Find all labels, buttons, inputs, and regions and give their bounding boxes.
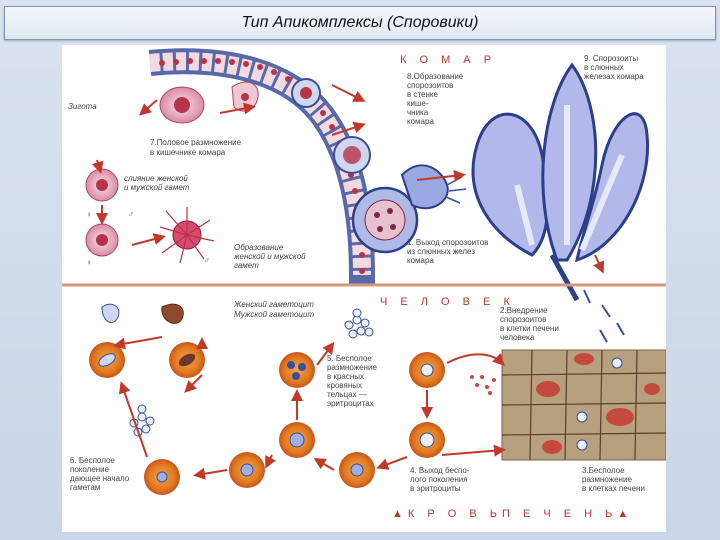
svg-text:комара: комара [407, 256, 434, 265]
svg-text:гамет: гамет [234, 261, 259, 270]
rbc-5 [279, 352, 315, 388]
label-zygote: Зигота [68, 102, 97, 111]
svg-text:в стенке: в стенке [407, 90, 439, 99]
svg-text:3.Бесполое: 3.Бесполое [582, 466, 625, 475]
svg-text:8.Образование: 8.Образование [407, 72, 464, 81]
svg-text:в клетках печени: в клетках печени [582, 484, 645, 493]
section-liver: П Е Ч Е Н Ь▲ [502, 508, 633, 520]
svg-text:женской и мужской: женской и мужской [233, 252, 306, 261]
svg-text:в клетки печени: в клетки печени [500, 324, 559, 333]
svg-text:5. Бесполое: 5. Бесполое [327, 354, 372, 363]
female-gamete [85, 223, 119, 257]
svg-text:кише-: кише- [407, 99, 429, 108]
human-arrows [113, 336, 506, 480]
svg-text:9. Спорозоиты: 9. Спорозоиты [584, 54, 638, 63]
svg-text:в красных: в красных [327, 372, 364, 381]
svg-text:Образование: Образование [234, 243, 284, 252]
label-step7: 7.Половое размножение в кишечнике комара [150, 138, 242, 157]
merozoite-cluster [344, 308, 374, 339]
label-step4: 4. Выход беспо- лого поколения в эритроц… [410, 466, 470, 493]
gametocyte-cycle [89, 303, 205, 495]
svg-text:лого поколения: лого поколения [410, 475, 468, 484]
zygote [159, 86, 205, 124]
label-step1: 1. Выход спорозоитов из слюнных желез ко… [407, 238, 488, 265]
title-bar: Тип Апикомплексы (Споровики) [4, 6, 716, 40]
gamete-fusion [85, 168, 119, 202]
oocyst-small [291, 78, 321, 108]
label-step8: 8.Образование спорозоитов в стенке кише-… [407, 72, 464, 126]
svg-text:в эритроциты: в эритроциты [410, 484, 461, 493]
svg-text:7.Половое размножение: 7.Половое размножение [150, 138, 242, 147]
svg-text:комара: комара [407, 117, 434, 126]
oocyst-medium [333, 136, 371, 174]
label-step2: 2.Внедрение спорозоитов в клетки печени … [500, 306, 559, 342]
male-gamete-flagellated [159, 207, 215, 264]
female-sign-2: ♀ [86, 258, 92, 267]
svg-text:спорозоитов: спорозоитов [500, 315, 546, 324]
svg-text:спорозоитов: спорозоитов [407, 81, 453, 90]
svg-text:гаметам: гаметам [70, 483, 100, 492]
label-gamete-form: Образование женской и мужской гамет [233, 243, 306, 270]
svg-text:слияние женской: слияние женской [124, 174, 188, 183]
male-sign-2: ♂ [204, 256, 210, 265]
svg-text:дающее начало: дающее начало [70, 474, 130, 483]
svg-text:в слюнных: в слюнных [584, 63, 624, 72]
oocyst-large [351, 186, 419, 254]
svg-text:и мужской гамет: и мужской гамет [124, 183, 190, 192]
section-mosquito: К О М А Р [400, 54, 496, 66]
svg-text:размножение: размножение [327, 363, 377, 372]
female-sign: ♀ [86, 210, 92, 219]
svg-text:2.Внедрение: 2.Внедрение [500, 306, 548, 315]
svg-text:1. Выход спорозоитов: 1. Выход спорозоитов [407, 238, 488, 247]
sporozoites [583, 289, 625, 343]
section-human: Ч Е Л О В Е К [380, 296, 515, 308]
liver-tissue [501, 349, 666, 461]
diagram-panel: К О М А Р Ч Е Л О В Е К ▲К Р О В Ь П Е Ч… [62, 45, 666, 532]
svg-text:6. Бесполое: 6. Бесполое [70, 456, 115, 465]
ookinete [231, 81, 259, 112]
svg-text:кровяных: кровяных [327, 381, 362, 390]
label-step6: 6. Бесполое поколение дающее начало гаме… [70, 456, 130, 492]
rbc-cycle [229, 352, 445, 488]
oocyst-rupture [400, 164, 467, 210]
label-female-gametocyte: Женский гаметоцит [233, 300, 314, 309]
svg-text:эритроцитах: эритроцитах [327, 399, 374, 408]
svg-text:размножение: размножение [582, 475, 632, 484]
merozoite-spray [470, 375, 496, 395]
male-sign: ♂ [128, 210, 134, 219]
svg-text:4. Выход беспо-: 4. Выход беспо- [410, 466, 470, 475]
label-step5: 5. Бесполое размножение в красных кровян… [327, 354, 377, 408]
label-male-gametocyte: Мужской гаметоцит [234, 310, 314, 319]
salivary-glands [471, 62, 650, 302]
svg-text:поколение: поколение [70, 465, 110, 474]
page-title: Тип Апикомплексы (Споровики) [241, 14, 479, 31]
section-blood: ▲К Р О В Ь [392, 508, 502, 520]
svg-text:тельцах —: тельцах — [327, 390, 367, 399]
svg-text:железах комара: железах комара [584, 72, 644, 81]
svg-text:чника: чника [407, 108, 429, 117]
svg-text:в кишечнике комара: в кишечнике комара [150, 148, 226, 157]
label-step3: 3.Бесполое размножение в клетках печени [582, 466, 645, 493]
label-step9: 9. Спорозоиты в слюнных железах комара [584, 54, 644, 81]
life-cycle-diagram: К О М А Р Ч Е Л О В Е К ▲К Р О В Ь П Е Ч… [62, 48, 666, 520]
svg-text:человека: человека [500, 333, 535, 342]
svg-text:из слюнных желез: из слюнных желез [407, 247, 475, 256]
label-fusion: слияние женской и мужской гамет [124, 174, 190, 192]
mosquito-arrows [91, 84, 605, 274]
